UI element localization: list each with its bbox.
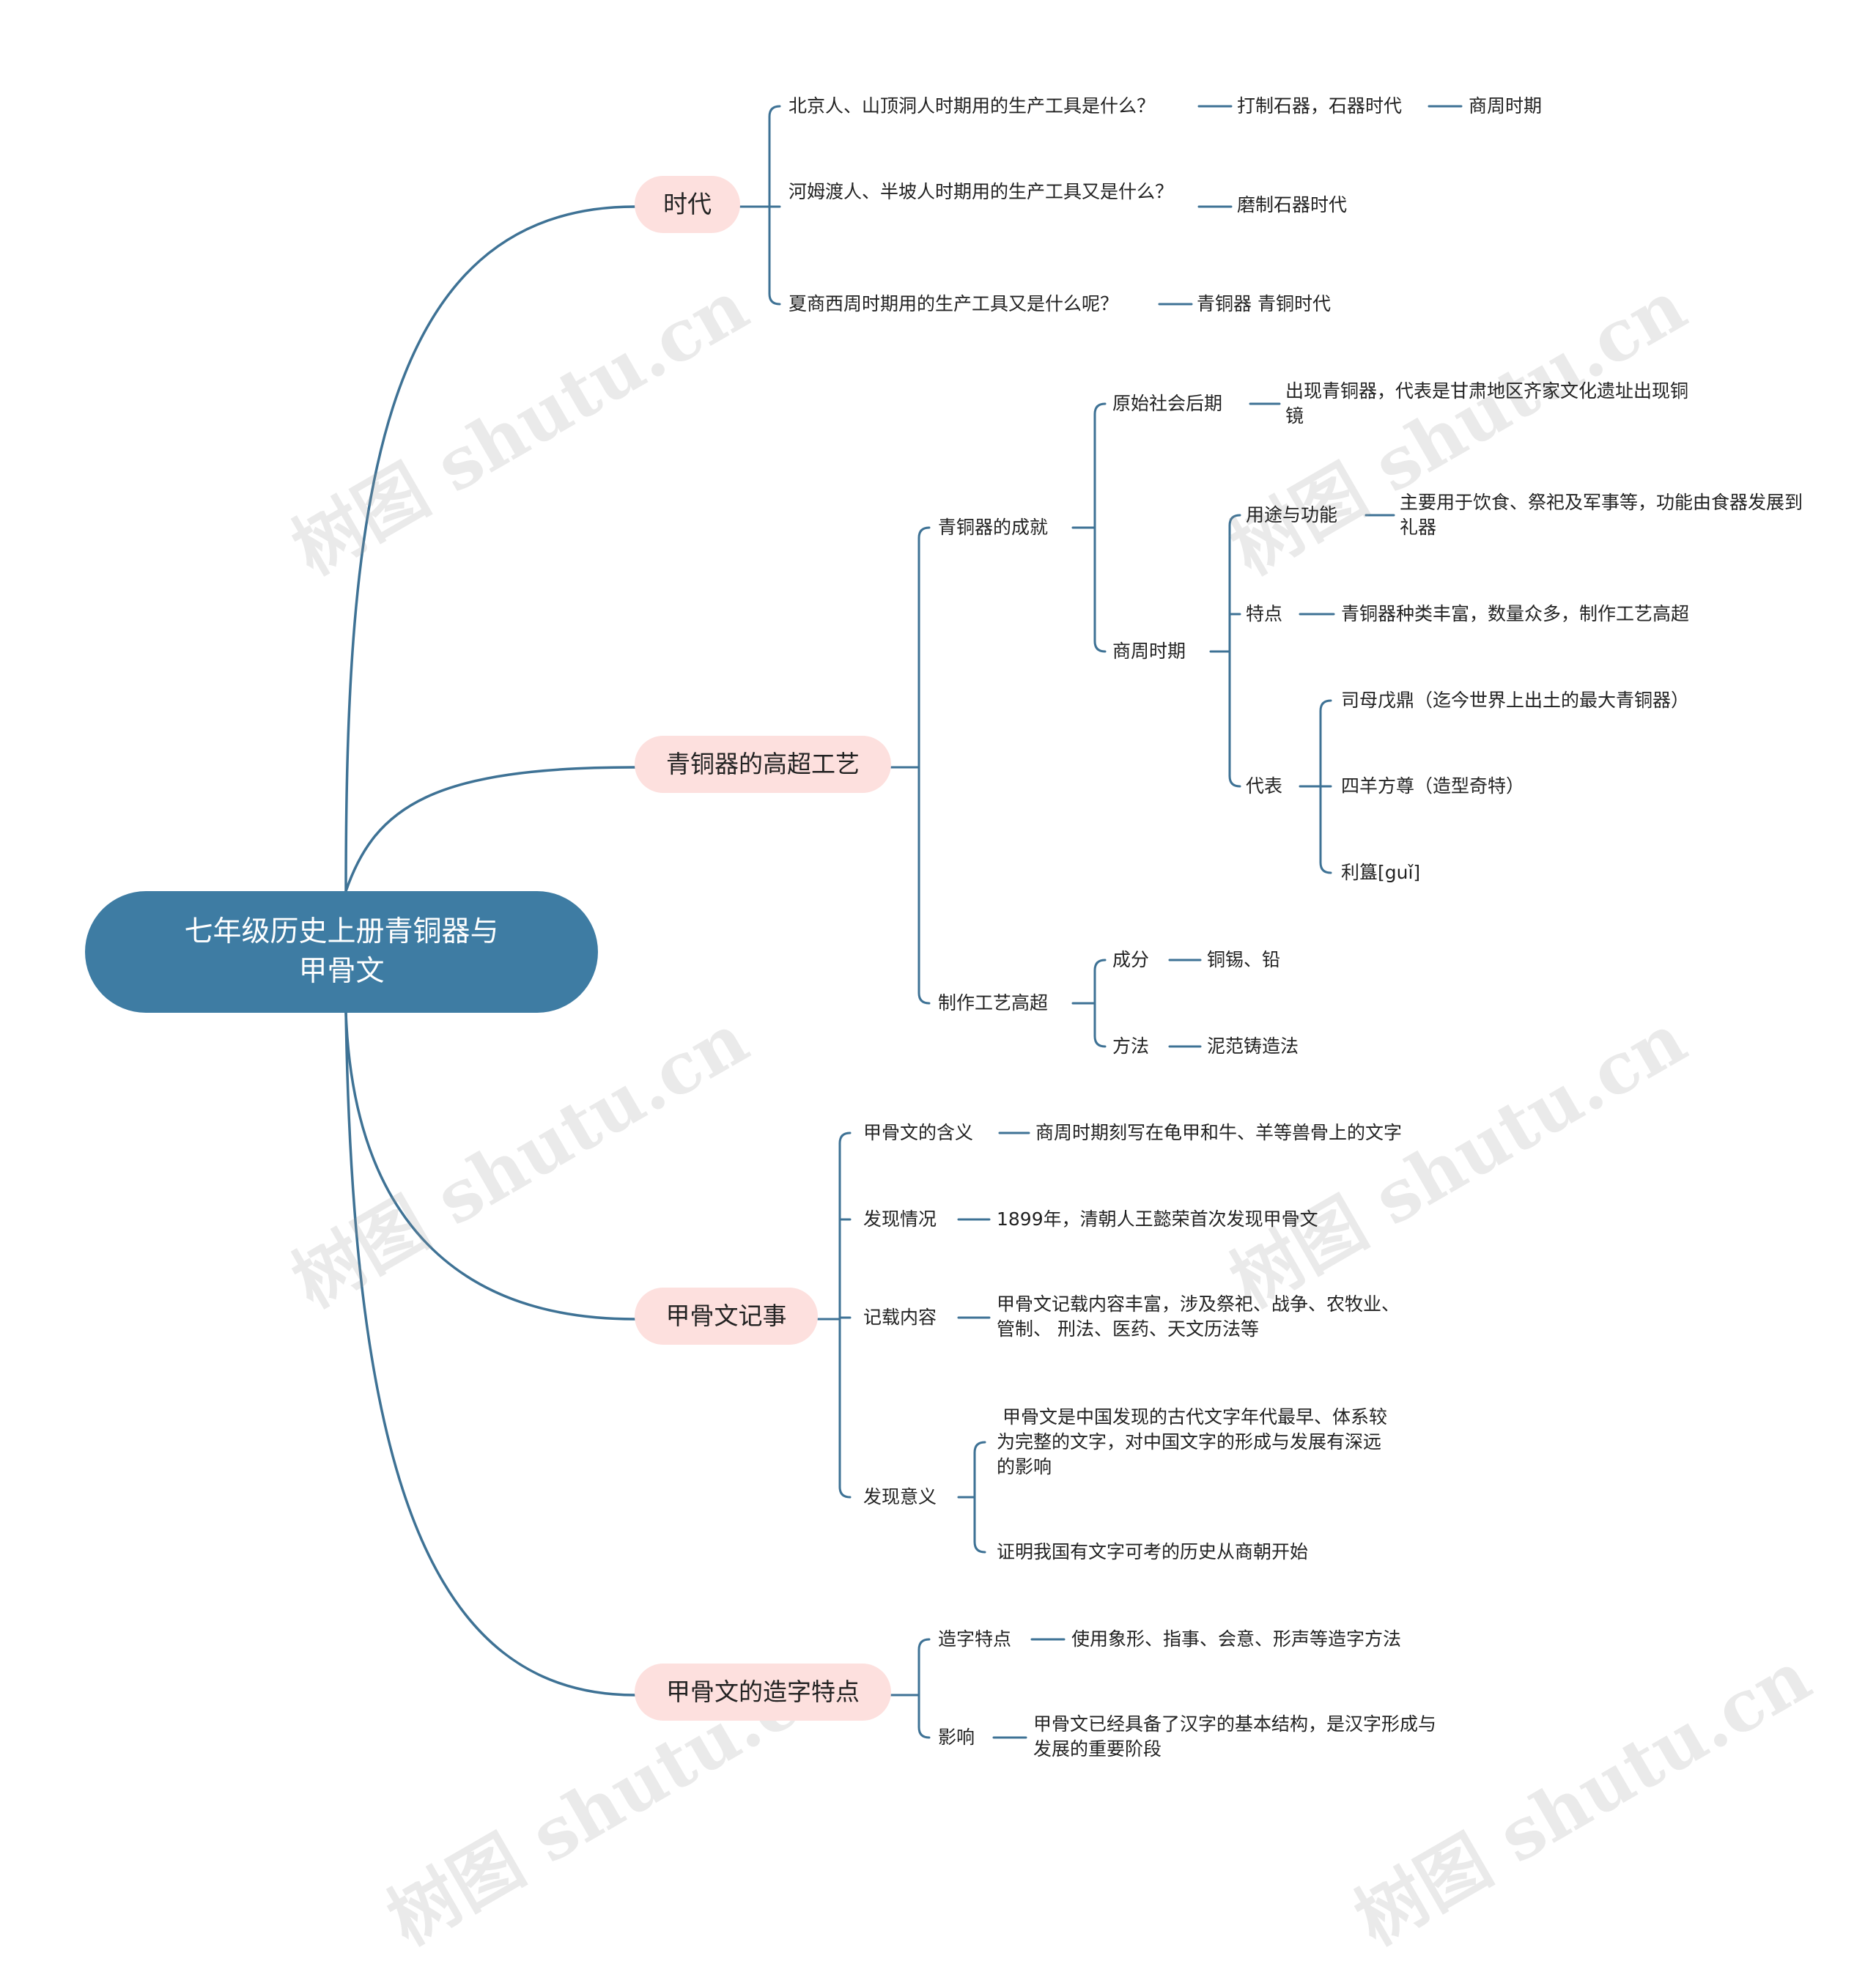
node-era-q1-answer[interactable]: 打制石器，石器时代 bbox=[1237, 95, 1403, 117]
node-oracle-content-detail[interactable]: 甲骨文记载内容丰富，涉及祭祀、战争、农牧业、管制、 刑法、医药、天文历法等 bbox=[997, 1293, 1400, 1340]
achievement-bracket-branch bbox=[1093, 402, 1107, 529]
shangzhou-bracket-branch bbox=[1228, 514, 1241, 653]
node-rep-simuwu[interactable]: 司母戊鼎（迄今世界上出土的最大青铜器） bbox=[1341, 690, 1690, 711]
node-features-detail[interactable]: 青铜器种类丰富，数量众多，制作工艺高超 bbox=[1341, 603, 1690, 624]
node-method-detail[interactable]: 泥范铸造法 bbox=[1207, 1035, 1299, 1057]
node-era-q3[interactable]: 夏商西周时期用的生产工具又是什么呢？ bbox=[789, 293, 1119, 314]
node-oracle-meaning[interactable]: 甲骨文的含义 bbox=[863, 1122, 974, 1143]
node-craft[interactable]: 制作工艺高超 bbox=[938, 992, 1049, 1014]
significance-bracket-branch bbox=[973, 1496, 986, 1554]
node-chars-method-detail[interactable]: 使用象形、指事、会意、形声等造字方法 bbox=[1071, 1628, 1402, 1650]
bronze-bracket-branch bbox=[917, 766, 931, 1005]
node-rep-siyang[interactable]: 四羊方尊（造型奇特） bbox=[1341, 775, 1525, 797]
node-oracle-significance-1[interactable]: 甲骨文是中国发现的古代文字年代最早、体系较为完整的文字，对中国文字的形成与发展有… bbox=[997, 1406, 1387, 1477]
craft-bracket-branch bbox=[1093, 959, 1107, 1005]
node-usage[interactable]: 用途与功能 bbox=[1246, 504, 1338, 525]
node-chars-method[interactable]: 造字特点 bbox=[938, 1628, 1012, 1650]
era-bracket-branch bbox=[768, 205, 781, 306]
node-composition-detail[interactable]: 铜锡、铅 bbox=[1207, 949, 1281, 970]
root-link-oracle bbox=[344, 1011, 636, 1321]
node-usage-detail[interactable]: 主要用于饮食、祭祀及军事等，功能由食器发展到礼器 bbox=[1400, 492, 1803, 538]
oracle-bracket-branch bbox=[838, 1131, 852, 1321]
significance-bracket-branch bbox=[973, 1441, 986, 1499]
node-rep-ligui[interactable]: 利簋[guǐ] bbox=[1341, 862, 1421, 883]
branch-oracle-records[interactable]: 甲骨文记事 bbox=[635, 1288, 818, 1345]
node-primitive-detail[interactable]: 出现青铜器，代表是甘肃地区齐家文化遗址出现铜镜 bbox=[1285, 380, 1689, 427]
node-era-q1-next[interactable]: 商周时期 bbox=[1469, 95, 1543, 117]
node-oracle-discovery-detail[interactable]: 1899年，清朝人王懿荣首次发现甲骨文 bbox=[997, 1208, 1318, 1230]
chars-bracket-branch bbox=[917, 1694, 931, 1739]
node-chars-impact-detail[interactable]: 甲骨文已经具备了汉字的基本结构，是汉字形成与发展的重要阶段 bbox=[1033, 1713, 1437, 1760]
node-era-q2-answer[interactable]: 磨制石器时代 bbox=[1237, 194, 1348, 215]
root-link-chars bbox=[344, 1011, 636, 1697]
node-bronze-achievement[interactable]: 青铜器的成就 bbox=[938, 517, 1049, 538]
root-link-era bbox=[344, 205, 636, 893]
era-bracket-branch bbox=[768, 105, 781, 208]
node-composition[interactable]: 成分 bbox=[1112, 949, 1150, 970]
node-oracle-meaning-detail[interactable]: 商周时期刻写在龟甲和牛、羊等兽骨上的文字 bbox=[1035, 1122, 1403, 1143]
shangzhou-bracket-branch bbox=[1228, 650, 1241, 788]
connector-lines bbox=[344, 105, 1463, 1739]
bronze-bracket-branch bbox=[917, 526, 931, 769]
node-features[interactable]: 特点 bbox=[1246, 603, 1283, 624]
root-title-line2: 甲骨文 bbox=[298, 955, 385, 988]
node-oracle-significance[interactable]: 发现意义 bbox=[863, 1486, 937, 1507]
root-title-line1: 七年级历史上册青铜器与 bbox=[184, 915, 499, 948]
node-era-q2[interactable]: 河姆渡人、半坡人时期用的生产工具又是什么？ bbox=[789, 181, 1174, 202]
node-representatives[interactable]: 代表 bbox=[1246, 775, 1283, 797]
node-method[interactable]: 方法 bbox=[1112, 1035, 1150, 1057]
node-shang-zhou[interactable]: 商周时期 bbox=[1112, 640, 1186, 662]
node-primitive-period[interactable]: 原始社会后期 bbox=[1112, 393, 1223, 414]
oracle-bracket-branch bbox=[838, 1318, 852, 1499]
node-oracle-discovery[interactable]: 发现情况 bbox=[863, 1208, 937, 1230]
node-chars-impact[interactable]: 影响 bbox=[938, 1727, 975, 1748]
branch-oracle-chars[interactable]: 甲骨文的造字特点 bbox=[635, 1664, 891, 1721]
achievement-bracket-branch bbox=[1093, 526, 1107, 653]
node-era-q1[interactable]: 北京人、山顶洞人时期用的生产工具是什么？ bbox=[789, 95, 1156, 117]
root-topic[interactable]: 七年级历史上册青铜器与 甲骨文 bbox=[85, 891, 598, 1013]
node-oracle-significance-2[interactable]: 证明我国有文字可考的历史从商朝开始 bbox=[997, 1541, 1309, 1562]
rep-bracket-branch bbox=[1319, 785, 1332, 874]
branch-era[interactable]: 时代 bbox=[635, 176, 740, 233]
chars-bracket-branch bbox=[917, 1638, 931, 1697]
node-oracle-content[interactable]: 记载内容 bbox=[863, 1307, 937, 1328]
craft-bracket-branch bbox=[1093, 1002, 1107, 1048]
node-era-q3-answer[interactable]: 青铜器 青铜时代 bbox=[1197, 293, 1331, 314]
rep-bracket-branch bbox=[1319, 699, 1332, 788]
branch-bronze-craft[interactable]: 青铜器的高超工艺 bbox=[635, 736, 891, 793]
root-link-bronze bbox=[344, 766, 636, 893]
